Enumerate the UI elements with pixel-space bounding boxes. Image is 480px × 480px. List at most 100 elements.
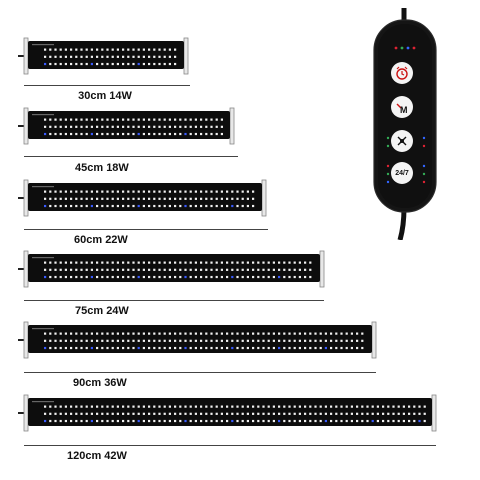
led-chip [392,419,395,423]
led-chip [59,346,62,350]
led-chip [366,419,369,423]
24-7-button[interactable]: 24/7 [391,162,413,184]
led-chip [350,419,353,423]
led-chip [163,261,166,264]
led-chip [137,62,140,66]
led-chip [54,204,57,208]
led-chip [220,204,223,208]
led-chip [423,405,426,408]
led-chip [184,132,187,136]
led-chip [148,190,151,193]
dimension-line [24,372,376,373]
led-chip [85,190,88,193]
led-chip [293,268,296,271]
led-chip [142,261,145,264]
led-chip [122,419,125,423]
led-chip [288,412,291,415]
led-chip [101,332,104,335]
led-chip [106,339,109,342]
led-chip [236,268,239,271]
led-chip [205,268,208,271]
led-chip [304,405,307,408]
mode-button[interactable]: M [391,96,413,118]
led-chip [96,275,99,279]
led-chip [168,275,171,279]
led-chip [324,339,327,342]
led-chip [132,332,135,335]
led-chip [174,190,177,193]
led-chip [132,118,135,121]
led-chip [111,275,114,279]
led-chip [64,339,67,342]
led-chip [59,412,62,415]
led-chip [252,190,255,193]
led-chip [231,204,234,208]
led-chip [168,197,171,200]
dimension-line [24,85,190,86]
led-chip [252,412,255,415]
led-chip [54,339,57,342]
led-chip [174,339,177,342]
led-chip [106,405,109,408]
led-chip [184,204,187,208]
led-chip [304,412,307,415]
led-chip [148,412,151,415]
led-chip [44,62,47,66]
led-chip [174,332,177,335]
led-chip [137,275,140,279]
brightness-button[interactable] [391,130,413,152]
led-chip [75,412,78,415]
led-chip [220,261,223,264]
led-chip [49,268,52,271]
led-chip [231,268,234,271]
led-chip [75,197,78,200]
led-chip [262,412,265,415]
led-chip [194,412,197,415]
led-chip [142,62,145,66]
led-chip [189,125,192,128]
led-chip [70,62,73,66]
led-chip [142,332,145,335]
led-chip [122,339,125,342]
led-chip [111,268,114,271]
light-bar-drawing [18,250,325,288]
led-chip [106,132,109,136]
led-chip [49,339,52,342]
led-chip [137,332,140,335]
led-chip [356,412,359,415]
led-chip [215,268,218,271]
led-chip [137,412,140,415]
led-chip [288,275,291,279]
led-chip [267,339,270,342]
led-chip [226,332,229,335]
led-chip [361,332,364,335]
led-chip [189,190,192,193]
led-chip [116,190,119,193]
led-chip [174,125,177,128]
led-chip [75,132,78,136]
led-chip [246,275,249,279]
alarm-clock-button[interactable] [391,62,413,84]
led-chip [54,346,57,350]
led-chip [148,125,151,128]
led-chip [122,405,125,408]
led-chip [262,339,265,342]
led-chip [44,197,47,200]
housing-marking [32,114,54,116]
led-chip [184,412,187,415]
led-chip [241,275,244,279]
led-chip [75,339,78,342]
led-chip [314,412,317,415]
led-chip [142,197,145,200]
led-chip [75,275,78,279]
led-chip [246,204,249,208]
housing-marking [32,44,54,46]
led-chip [153,419,156,423]
led-chip [236,346,239,350]
led-chip [168,405,171,408]
led-chip [179,412,182,415]
led-chip [106,62,109,66]
led-chip [116,132,119,136]
led-chip [44,268,47,271]
led-chip [54,405,57,408]
